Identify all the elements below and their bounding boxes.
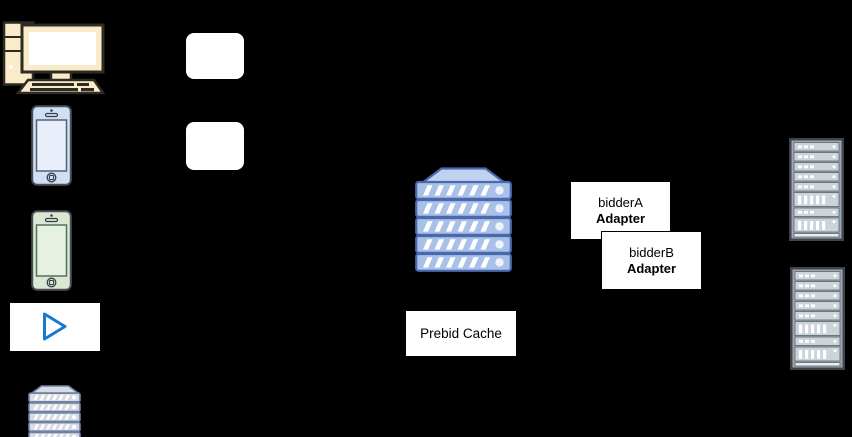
smartphone-green-icon (31, 210, 72, 291)
smartphone-blue-icon (31, 105, 72, 186)
video-player-icon (10, 303, 100, 351)
server-rack-bottom-icon (790, 267, 845, 370)
prebid-cache-label: Prebid Cache (420, 325, 502, 341)
play-icon (43, 312, 67, 341)
server-rack-top-icon (789, 138, 844, 241)
server-stack-blue-icon (415, 167, 512, 272)
bidder-a-role: Adapter (595, 210, 646, 226)
bidder-b-name: bidderB (629, 244, 674, 260)
rounded-card-icon-top (186, 33, 244, 79)
server-stack-grey-icon (28, 385, 82, 437)
desktop-computer-icon (1, 18, 105, 95)
bidder-b-role: Adapter (626, 260, 677, 276)
bidder-b-adapter-box: bidderB Adapter (601, 231, 702, 290)
prebid-cache-box: Prebid Cache (405, 310, 517, 357)
rounded-card-icon-bottom (186, 122, 244, 170)
bidder-a-name: bidderA (598, 194, 643, 210)
